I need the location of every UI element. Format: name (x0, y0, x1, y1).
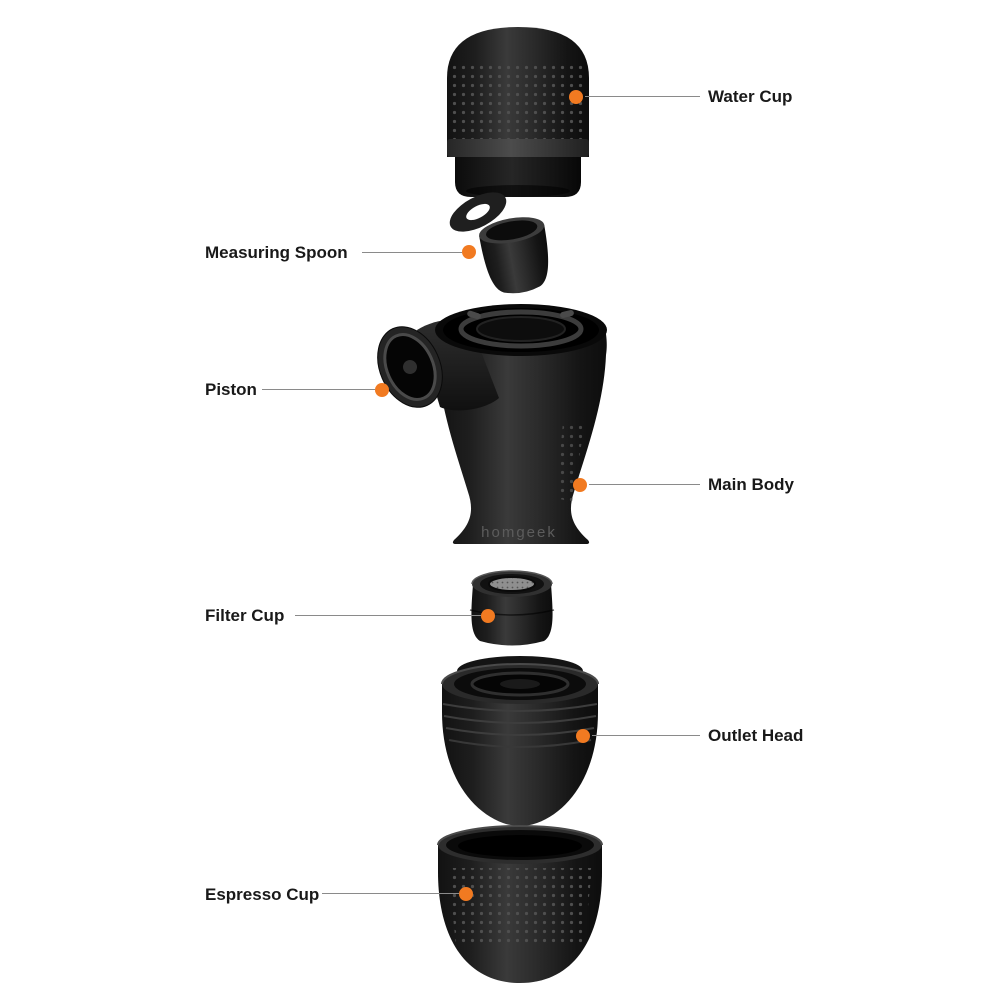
filter-cup-part (469, 570, 555, 646)
callout-line (295, 615, 481, 616)
espresso-cup-texture (448, 868, 592, 946)
water-cup-part (447, 27, 589, 197)
piston-cap (377, 326, 443, 408)
callout-line (592, 735, 700, 736)
filter-mesh (488, 576, 536, 592)
callout-line (322, 893, 459, 894)
callout-label: Water Cup (708, 87, 793, 106)
callout-line (589, 484, 700, 485)
espresso-cup-part (437, 825, 603, 983)
callout-line (362, 252, 462, 253)
brand-text: homgeek (481, 524, 557, 541)
main-body-part: homgeek (377, 304, 607, 544)
water-cup-texture (450, 62, 586, 140)
callout-dot (459, 887, 473, 901)
callout-label: Piston (205, 380, 257, 399)
callout-dot (462, 245, 476, 259)
callout-label: Measuring Spoon (205, 243, 348, 262)
callout-label: Outlet Head (708, 726, 804, 745)
callout-label: Espresso Cup (205, 885, 320, 904)
callout-dot (576, 729, 590, 743)
callout-dot (573, 478, 587, 492)
outlet-head-part (441, 656, 599, 826)
callout-label: Main Body (708, 475, 794, 494)
callout-line (585, 96, 700, 97)
callout-dot (569, 90, 583, 104)
callout-label: Filter Cup (205, 606, 285, 625)
callout-dot (375, 383, 389, 397)
callout-line (262, 389, 375, 390)
measuring-spoon-part (449, 192, 549, 294)
callout-dot (481, 609, 495, 623)
main-body-texture (556, 422, 585, 502)
